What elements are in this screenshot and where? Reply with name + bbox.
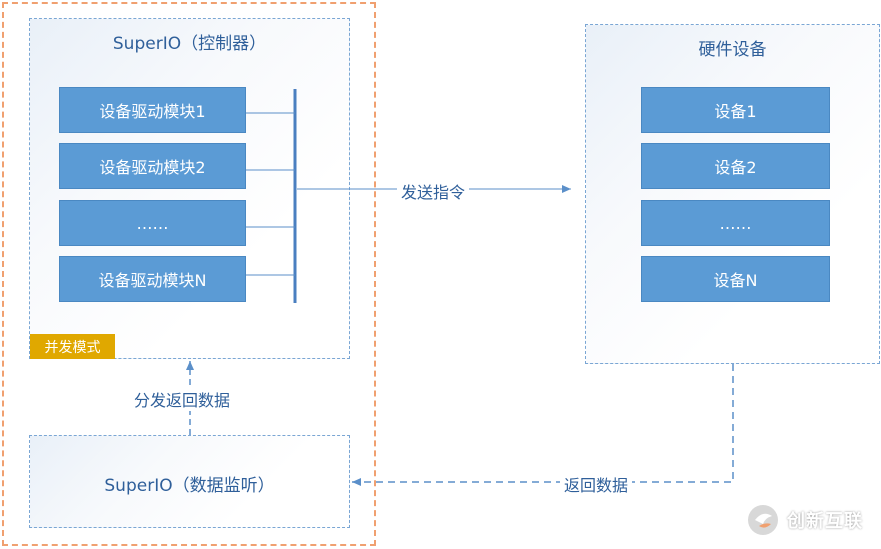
driver-module-1: 设备驱动模块1 <box>59 87 246 133</box>
driver-module-2: 设备驱动模块2 <box>59 143 246 189</box>
controller-title: SuperIO（控制器） <box>112 34 267 54</box>
hardware-title: 硬件设备 <box>698 40 767 60</box>
device-2: 设备2 <box>641 143 830 189</box>
return-data-label: 返回数据 <box>560 472 633 496</box>
watermark-logo: 创新互联 <box>745 500 879 540</box>
watermark-logo-icon <box>748 505 778 535</box>
device-1: 设备1 <box>641 87 830 133</box>
device-ellipsis: …… <box>641 200 830 246</box>
driver-module-ellipsis: …… <box>59 200 246 246</box>
dispatch-return-data-label: 分发返回数据 <box>132 387 233 411</box>
return-data-arrow <box>352 364 734 486</box>
send-command-label: 发送指令 <box>397 179 470 203</box>
watermark-text: 创新互联 <box>787 511 863 532</box>
concurrent-mode-tag: 并发模式 <box>30 334 115 359</box>
hardware-panel: 硬件设备 <box>585 24 880 364</box>
outer-container <box>2 2 376 546</box>
listener-panel: SuperIO（数据监听） <box>29 435 350 528</box>
device-n: 设备N <box>641 256 830 302</box>
driver-module-n: 设备驱动模块N <box>59 256 246 302</box>
listener-title: SuperIO（数据监听） <box>104 476 275 496</box>
